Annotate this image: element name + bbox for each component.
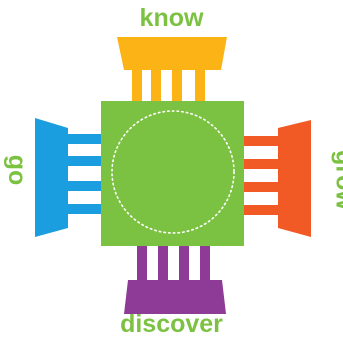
- left-connector: [35, 118, 102, 237]
- bottom-connector-cap: [124, 280, 226, 314]
- right-connector-prong: [242, 159, 282, 169]
- top-connector-prong: [195, 68, 205, 102]
- bottom-connector-prong: [179, 244, 189, 282]
- top-connector-cap: [117, 37, 227, 70]
- right-connector-prong: [242, 136, 282, 146]
- label-top-know: know: [139, 4, 204, 32]
- label-bottom-discover: discover: [120, 310, 223, 338]
- top-connector: [117, 37, 227, 102]
- left-connector-prong: [66, 181, 102, 191]
- right-connector-prong: [242, 205, 282, 215]
- center-square: [101, 101, 244, 246]
- left-connector-prong: [66, 204, 102, 214]
- label-right-grow: grow: [330, 150, 343, 210]
- left-connector-cap: [35, 118, 68, 237]
- top-connector-prong: [132, 68, 142, 102]
- right-connector: [242, 120, 311, 237]
- right-connector-prong: [242, 182, 282, 192]
- dotted-circle: [111, 110, 235, 234]
- bottom-connector-prong: [200, 244, 210, 282]
- bottom-connector-prong: [158, 244, 168, 282]
- top-connector-prong: [151, 68, 161, 102]
- top-connector-prong: [172, 68, 182, 102]
- bottom-connector-prong: [137, 244, 147, 282]
- left-connector-prong: [66, 134, 102, 144]
- left-connector-prong: [66, 156, 102, 166]
- label-left-go: go: [2, 154, 31, 186]
- right-connector-cap: [278, 120, 311, 237]
- bottom-connector: [124, 244, 226, 314]
